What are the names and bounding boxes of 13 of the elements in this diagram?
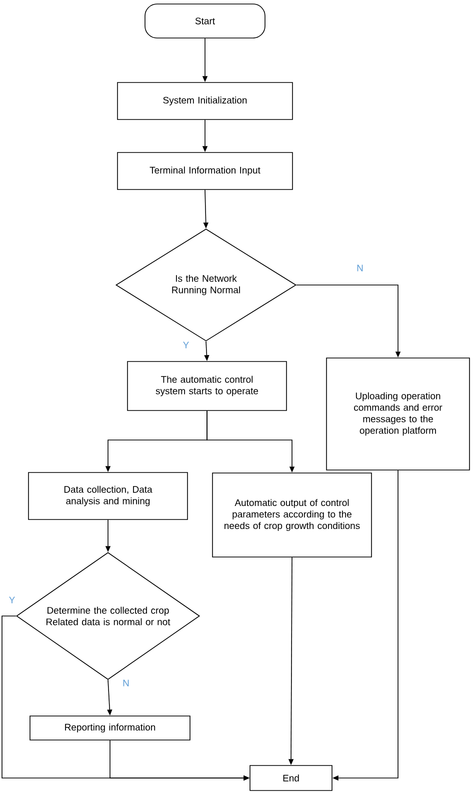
process-box: System Initialization	[117, 82, 293, 120]
process-box: Terminal Information Input	[117, 152, 293, 190]
process-box: The automatic control system starts to operate	[127, 361, 287, 411]
process-box: Reporting information	[30, 716, 190, 740]
edge-label: N	[122, 678, 130, 688]
edge-label: Y	[8, 596, 16, 604]
process-box: Data collection, Data analysis and mining	[28, 472, 188, 520]
terminal-box: Start	[144, 4, 266, 38]
process-box: End	[250, 765, 332, 791]
edge-label: Y	[182, 340, 190, 350]
edge-label: N	[356, 264, 364, 272]
process-box: Automatic output of control parameters according to the needs of crop growth conditions	[212, 472, 372, 558]
process-box: Uploading operation commands and error messages to the operation platform	[326, 358, 470, 470]
